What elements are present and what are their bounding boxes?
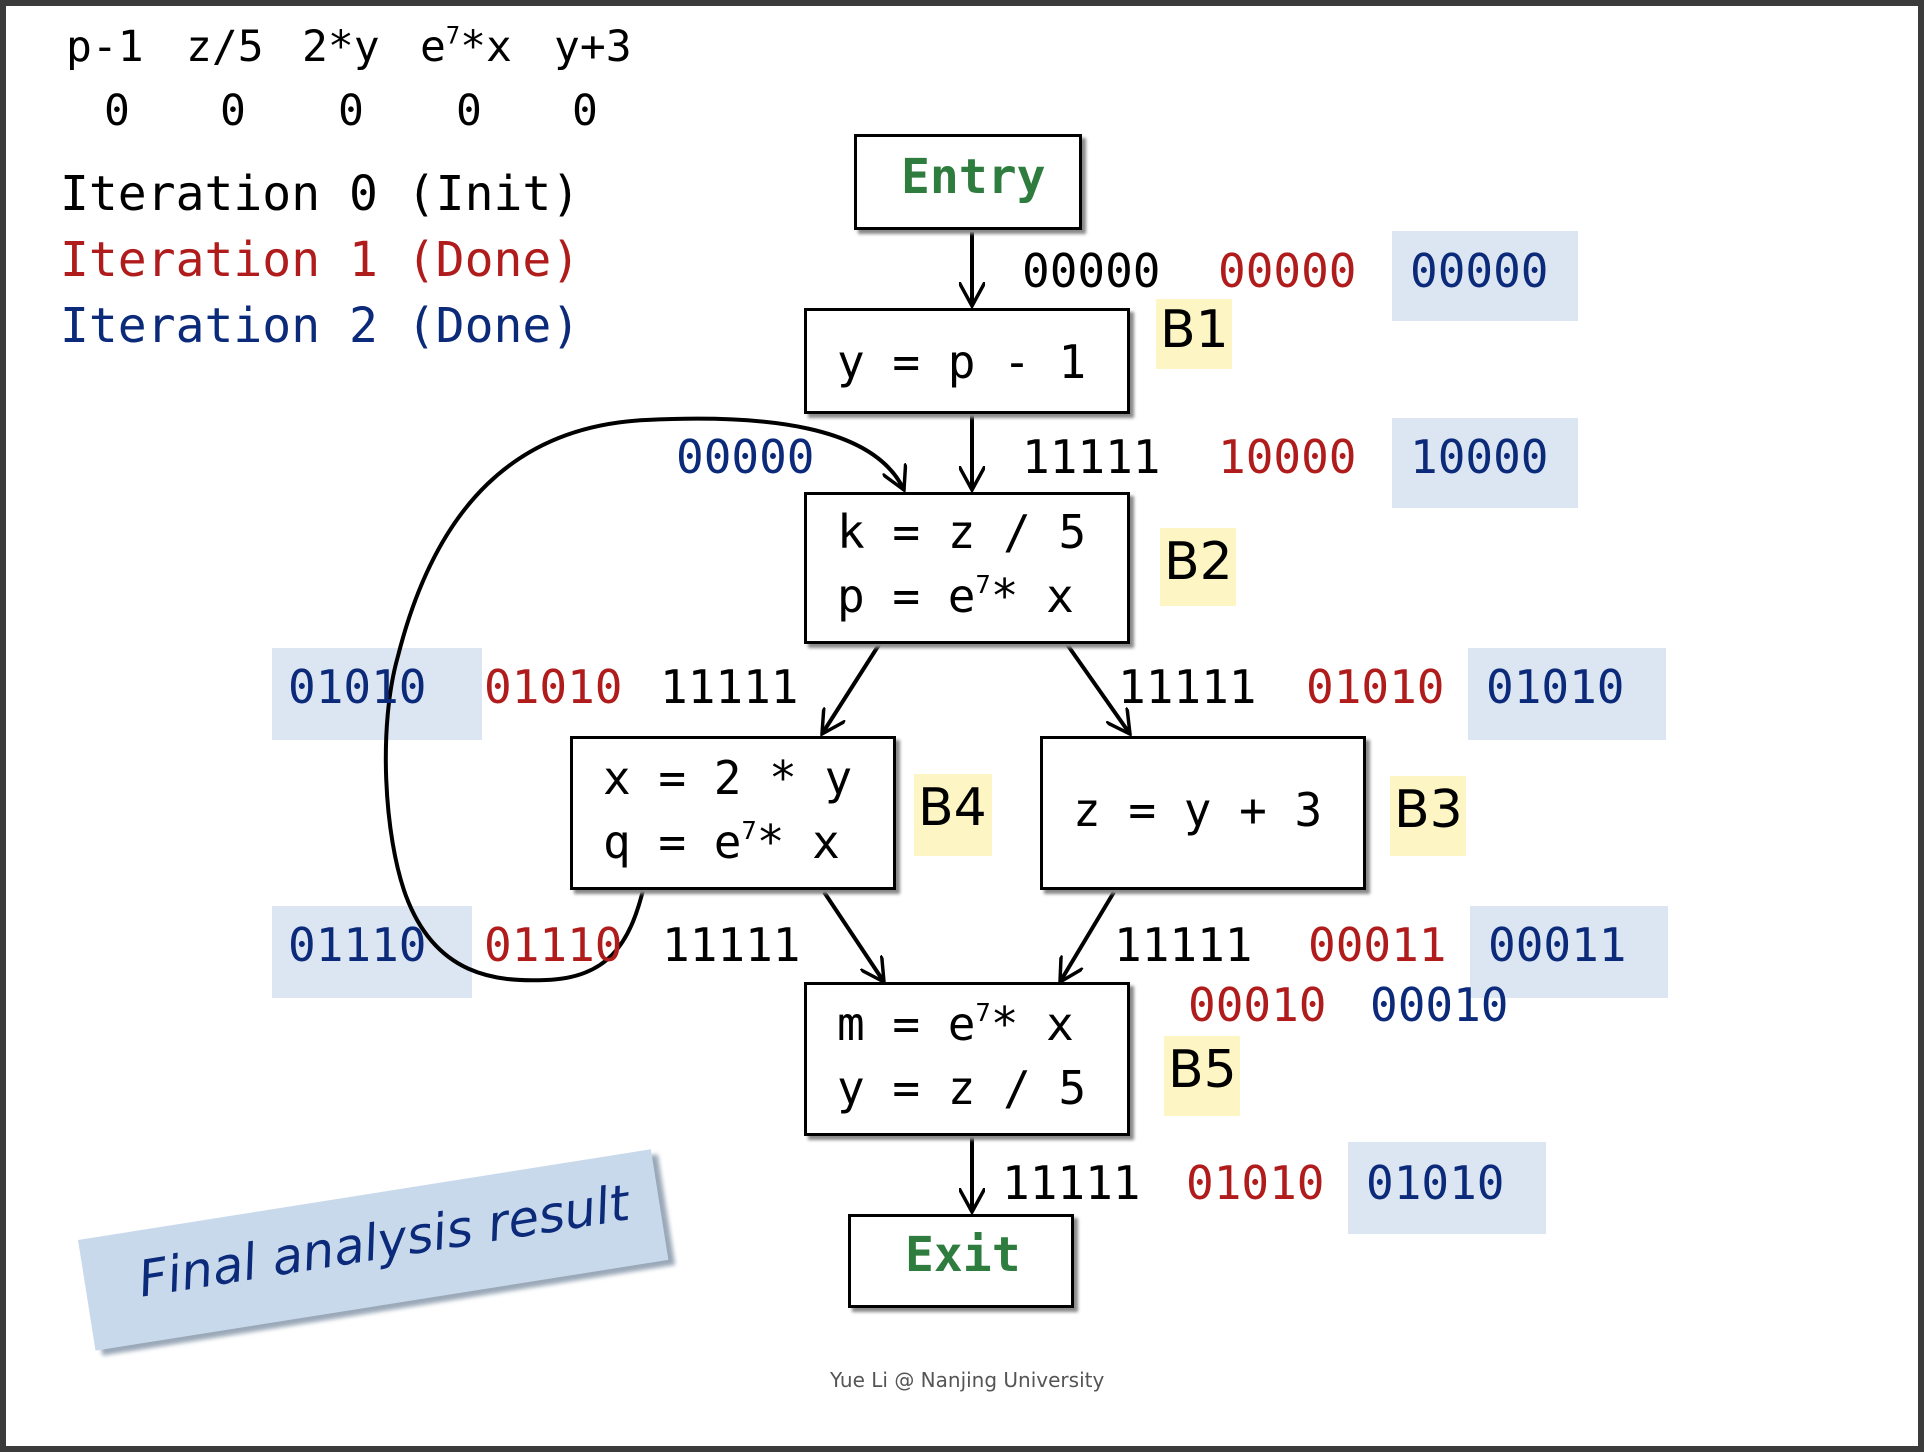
edge-back-b4-b2 (383, 416, 904, 983)
block-b4: x = 2 * y q = e7* x (570, 736, 896, 890)
highlight-b2-left (272, 648, 482, 740)
b4-line-2: q = e7* x (603, 815, 840, 869)
highlight-b2-right (1468, 648, 1666, 740)
highlight-label-b1 (1156, 299, 1232, 369)
expr-2-times-y: 2*y (302, 22, 380, 72)
b2-left-iter2: 01010 (288, 660, 427, 714)
block-b1: y = p - 1 (804, 308, 1130, 414)
legend-iteration-0: Iteration 0 (Init) (60, 166, 581, 222)
exit-node: Exit (848, 1214, 1074, 1308)
b3-out-iter0: 11111 (1114, 918, 1253, 972)
expr-y-plus-3: y+3 (554, 22, 632, 72)
b2-right-iter0: 11111 (1118, 660, 1257, 714)
b4-out-iter0: 11111 (662, 918, 801, 972)
b3-out-iter2: 00011 (1488, 918, 1627, 972)
label-b5: B5 (1168, 1040, 1237, 1100)
init-bit-4: 0 (456, 86, 482, 136)
b2-line-1: k = z / 5 (837, 505, 1087, 559)
b4-line-1: x = 2 * y (603, 751, 853, 805)
label-b2: B2 (1164, 532, 1233, 592)
b5-in-iter1: 00010 (1188, 978, 1327, 1032)
init-bit-3: 0 (338, 86, 364, 136)
b1-in-iter2: 00000 (1410, 244, 1549, 298)
b4-out-iter1: 01110 (484, 918, 623, 972)
legend-iteration-1: Iteration 1 (Done) (60, 232, 581, 288)
b1-in-iter1: 00000 (1218, 244, 1357, 298)
highlight-b3-out (1470, 906, 1668, 998)
highlight-label-b2 (1160, 528, 1236, 606)
cfg-edges (383, 232, 1918, 1446)
label-b4: B4 (918, 778, 987, 838)
expr-z-div-5: z/5 (186, 22, 264, 72)
highlight-label-b3 (1390, 776, 1466, 856)
expr-e7-times-x: e7*x (420, 21, 512, 72)
b1-out-iter0: 11111 (1022, 430, 1161, 484)
b5-line-2: y = z / 5 (837, 1061, 1087, 1115)
highlight-label-b5 (1164, 1036, 1240, 1116)
label-b3: B3 (1394, 780, 1463, 840)
highlight-b1-in (1392, 231, 1578, 321)
block-b2: k = z / 5 p = e7* x (804, 492, 1130, 644)
edge-b3-b5 (1060, 890, 1116, 982)
footer-credit: Yue Li @ Nanjing University (830, 1368, 1105, 1392)
b5-out-iter0: 11111 (1002, 1156, 1141, 1210)
init-bit-1: 0 (104, 86, 130, 136)
b1-out-iter2: 10000 (1410, 430, 1549, 484)
expr-p-minus-1: p-1 (66, 22, 144, 72)
edge-b2-b4 (822, 638, 884, 734)
entry-node: Entry (854, 134, 1082, 230)
init-bit-2: 0 (220, 86, 246, 136)
highlight-b1-out (1392, 418, 1578, 508)
b1-in-iter0: 00000 (1022, 244, 1161, 298)
b1-line-1: y = p - 1 (837, 335, 1087, 389)
b2-left-iter0: 11111 (660, 660, 799, 714)
b5-in-iter2: 00010 (1370, 978, 1509, 1032)
b5-line-1: m = e7* x (837, 997, 1074, 1051)
slide: p-1 z/5 2*y e7*x y+3 0 0 0 0 0 Iteration… (6, 6, 1918, 1446)
label-b1: B1 (1160, 300, 1229, 360)
edge-b2-b3 (1062, 638, 1130, 734)
entry-label: Entry (901, 149, 1046, 205)
b1-out-iter1: 10000 (1218, 430, 1357, 484)
block-b5: m = e7* x y = z / 5 (804, 982, 1130, 1136)
b4-out-iter2: 01110 (288, 918, 427, 972)
b2-right-iter2: 01010 (1486, 660, 1625, 714)
b3-out-iter1: 00011 (1308, 918, 1447, 972)
edge-b4-b5 (822, 890, 884, 982)
b2-left-iter1: 01010 (484, 660, 623, 714)
b3-line-1: z = y + 3 (1073, 783, 1323, 837)
legend-iteration-2: Iteration 2 (Done) (60, 298, 581, 354)
exit-label: Exit (905, 1227, 1021, 1283)
b5-out-iter1: 01010 (1186, 1156, 1325, 1210)
b2-right-iter1: 01010 (1306, 660, 1445, 714)
highlight-b4-out (272, 906, 472, 998)
b2-line-2: p = e7* x (837, 569, 1074, 623)
back-edge-iter2: 00000 (676, 430, 815, 484)
init-bit-5: 0 (572, 86, 598, 136)
highlight-label-b4 (914, 774, 992, 856)
b5-out-iter2: 01010 (1366, 1156, 1505, 1210)
block-b3: z = y + 3 (1040, 736, 1366, 890)
highlight-b5-out (1348, 1142, 1546, 1234)
